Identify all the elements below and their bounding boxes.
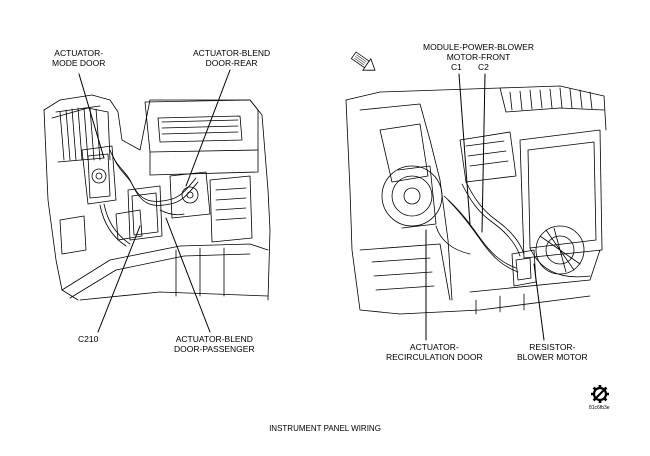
label-actuator-mode-door: ACTUATOR- MODE DOOR xyxy=(52,48,106,68)
forward-arrow-icon xyxy=(350,51,376,71)
label-actuator-blend-door-passenger: ACTUATOR-BLEND DOOR-PASSENGER xyxy=(174,334,255,354)
label-actuator-recirculation-door: ACTUATOR- RECIRCULATION DOOR xyxy=(386,342,483,362)
label-resistor-blower-motor: RESISTOR- BLOWER MOTOR xyxy=(517,342,588,362)
leader-lines xyxy=(78,69,545,341)
right-illustration xyxy=(345,85,607,315)
left-illustration xyxy=(43,94,271,301)
label-c1: C1 xyxy=(451,62,462,72)
figure-id: 81c6fb3e xyxy=(589,405,610,411)
label-c2: C2 xyxy=(478,62,489,72)
figure-caption: INSTRUMENT PANEL WIRING xyxy=(269,424,381,433)
label-module-power-blower-motor-front: MODULE-POWER-BLOWER MOTOR-FRONT xyxy=(423,42,534,62)
label-c210: C210 xyxy=(78,334,99,344)
label-actuator-blend-door-rear: ACTUATOR-BLEND DOOR-REAR xyxy=(193,48,271,68)
gear-wrench-icon xyxy=(591,385,609,403)
